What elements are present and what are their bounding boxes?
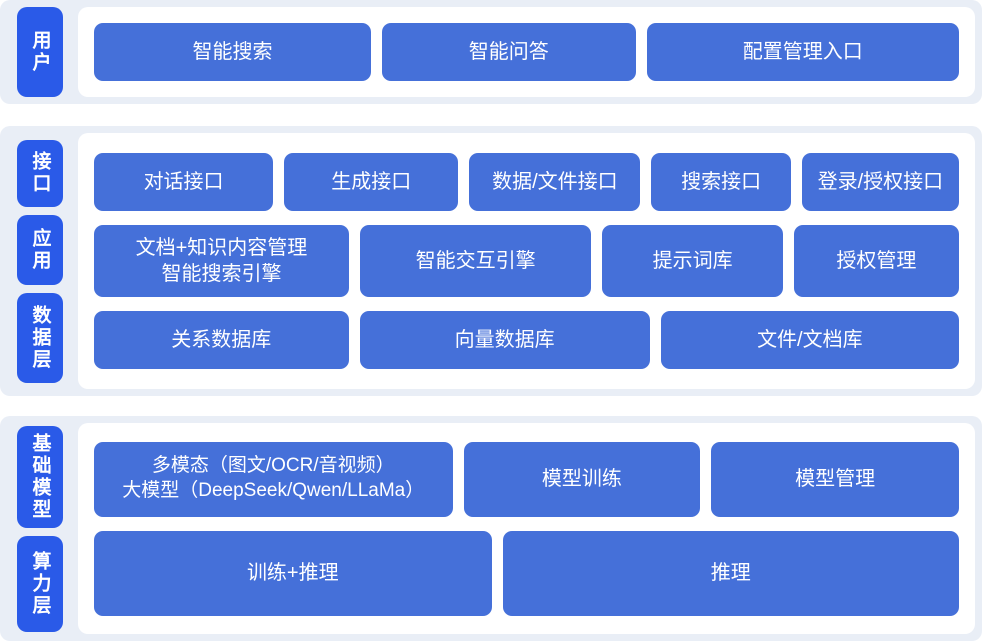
block-inference-label: 推理 (710, 562, 751, 584)
layer-band-middle: 接口 应用 数据层 对话接口 生成接口 数据/文件接口 搜索接口 登录/授权接口 (0, 126, 982, 396)
row-applications: 文档+知识内容管理 智能搜索引擎 智能交互引擎 提示词库 授权管理 (94, 225, 959, 297)
row-data-stores: 关系数据库 向量数据库 文件/文档库 (94, 311, 959, 369)
layer-pill-compute: 算力层 (17, 535, 63, 632)
block-search-api: 搜索接口 (651, 153, 791, 211)
block-smart-qa: 智能问答 (381, 23, 636, 81)
layer-pill-column-user: 用户 (17, 7, 63, 97)
layer-pill-data: 数据层 (17, 292, 63, 383)
layer-pill-compute-label: 算力层 (29, 550, 51, 617)
block-authorization-management-label: 授权管理 (836, 250, 917, 272)
layer-pill-foundation-model-label: 基础模型 (29, 432, 51, 521)
block-model-training-label: 模型训练 (541, 468, 622, 490)
row-models: 多模态（图文/OCR/音视频） 大模型（DeepSeek/Qwen/LLaMa）… (94, 441, 960, 517)
block-doc-knowledge-management-label: 文档+知识内容管理 智能搜索引擎 (135, 237, 308, 285)
block-model-management-label: 模型管理 (795, 468, 876, 490)
row-interfaces: 对话接口 生成接口 数据/文件接口 搜索接口 登录/授权接口 (94, 153, 960, 211)
block-data-file-api-label: 数据/文件接口 (492, 171, 618, 193)
block-training-inference: 训练+推理 (94, 530, 492, 616)
layer-band-user: 用户 智能搜索 智能问答 配置管理入口 (0, 0, 982, 104)
layer-pill-data-label: 数据层 (29, 304, 51, 371)
row-user-entries: 智能搜索 智能问答 配置管理入口 (94, 23, 959, 81)
block-model-management: 模型管理 (711, 441, 960, 517)
block-authorization-management: 授权管理 (793, 225, 959, 297)
layer-pill-application: 应用 (17, 214, 63, 285)
block-config-management-entry-label: 配置管理入口 (742, 41, 863, 63)
block-inference: 推理 (502, 530, 959, 616)
block-intelligent-interaction-engine-label: 智能交互引擎 (415, 250, 536, 272)
block-doc-knowledge-management: 文档+知识内容管理 智能搜索引擎 (94, 225, 349, 297)
block-vector-database: 向量数据库 (359, 311, 650, 369)
layer-pill-interface-label: 接口 (29, 151, 51, 195)
layer-pill-foundation-model: 基础模型 (17, 425, 63, 528)
block-smart-qa-label: 智能问答 (468, 41, 549, 63)
block-multimodal-llm-label: 多模态（图文/OCR/音视频） 大模型（DeepSeek/Qwen/LLaMa） (122, 455, 425, 501)
block-file-document-store-label: 文件/文档库 (757, 329, 863, 351)
block-config-management-entry: 配置管理入口 (646, 23, 959, 81)
block-file-document-store: 文件/文档库 (660, 311, 959, 369)
panel-middle: 对话接口 生成接口 数据/文件接口 搜索接口 登录/授权接口 文档+知识内容管理… (78, 133, 975, 389)
layer-pill-user-label: 用户 (29, 30, 51, 74)
block-generation-api: 生成接口 (284, 153, 459, 211)
block-vector-database-label: 向量数据库 (454, 329, 555, 351)
block-login-auth-api-label: 登录/授权接口 (817, 171, 944, 193)
block-generation-api-label: 生成接口 (331, 171, 412, 193)
panel-model: 多模态（图文/OCR/音视频） 大模型（DeepSeek/Qwen/LLaMa）… (78, 423, 975, 634)
block-search-api-label: 搜索接口 (681, 171, 762, 193)
layer-pill-application-label: 应用 (29, 227, 51, 272)
block-model-training: 模型训练 (463, 441, 701, 517)
panel-user: 智能搜索 智能问答 配置管理入口 (78, 7, 975, 97)
block-smart-search: 智能搜索 (94, 23, 371, 81)
layer-pill-column-model: 基础模型 算力层 (17, 423, 63, 634)
block-dialog-api: 对话接口 (94, 153, 274, 211)
layer-pill-interface: 接口 (17, 139, 63, 207)
block-intelligent-interaction-engine: 智能交互引擎 (359, 225, 592, 297)
block-prompt-library: 提示词库 (602, 225, 783, 297)
block-login-auth-api: 登录/授权接口 (801, 153, 960, 211)
block-multimodal-llm: 多模态（图文/OCR/音视频） 大模型（DeepSeek/Qwen/LLaMa） (94, 441, 453, 517)
row-compute: 训练+推理 推理 (94, 530, 959, 616)
block-prompt-library-label: 提示词库 (652, 250, 733, 272)
block-relational-database: 关系数据库 (94, 311, 349, 369)
block-data-file-api: 数据/文件接口 (469, 153, 641, 211)
block-dialog-api-label: 对话接口 (143, 171, 224, 193)
block-training-inference-label: 训练+推理 (246, 562, 339, 584)
block-smart-search-label: 智能搜索 (192, 41, 273, 63)
layer-band-model: 基础模型 算力层 多模态（图文/OCR/音视频） 大模型（DeepSeek/Qw… (0, 416, 982, 641)
layer-pill-column-middle: 接口 应用 数据层 (17, 133, 63, 389)
layer-pill-user: 用户 (17, 7, 63, 97)
block-relational-database-label: 关系数据库 (171, 329, 272, 351)
